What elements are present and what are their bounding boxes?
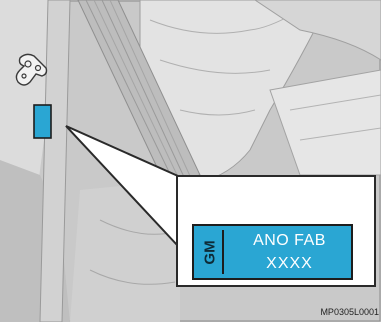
label-title: ANO FAB <box>232 231 347 251</box>
label-sticker-icon <box>33 104 53 140</box>
label-brand-text: GM <box>203 240 218 264</box>
manufacture-year-label: GM ANO FAB XXXX <box>192 224 353 280</box>
label-year-value: XXXX <box>232 254 347 274</box>
seat-recline-knob-icon <box>14 52 50 96</box>
figure-code: MP0305L0001 <box>320 307 379 317</box>
gm-logo: GM <box>198 230 224 274</box>
